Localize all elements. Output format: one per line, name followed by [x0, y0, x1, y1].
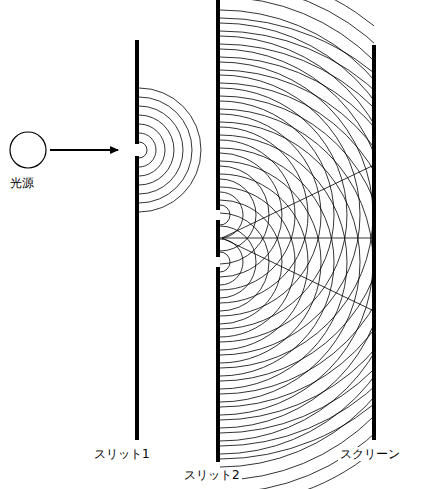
wavefront-arc	[220, 161, 321, 363]
wavefront-arc	[220, 179, 256, 251]
light-arrow	[50, 149, 118, 151]
wavefront-arc	[139, 97, 192, 203]
wavefront-arc	[220, 44, 374, 480]
wavefront-arc	[220, 0, 374, 433]
wavefront-arc	[220, 192, 243, 238]
wavefront-arc	[220, 75, 360, 355]
wavefront-arc	[139, 106, 183, 194]
light-source-label: 光源	[8, 176, 36, 190]
wavefront-arc	[220, 57, 374, 467]
wavefront-arc	[220, 70, 374, 454]
wavefront-arc	[220, 109, 373, 415]
wavefront-arc	[220, 174, 308, 350]
wavefront-arc	[220, 213, 269, 311]
wavefront-arc	[220, 83, 374, 441]
slit2-barrier	[216, 0, 220, 462]
wavefront-arc	[220, 122, 360, 402]
screen	[372, 45, 376, 440]
wavefront-arc	[220, 101, 334, 329]
wavefront-arc	[220, 31, 374, 489]
slit1-barrier	[135, 40, 139, 440]
wavefront-arc	[220, 239, 243, 285]
wavefront-arc	[139, 88, 201, 212]
wavefront-arc	[220, 166, 269, 264]
wavefront-arc	[220, 205, 230, 225]
wavefront-arc	[220, 187, 295, 337]
wavefront-arc	[220, 0, 374, 459]
wavefront-arc	[220, 0, 374, 446]
screen-label: スクリーン	[338, 447, 402, 461]
wavefront-arc	[220, 18, 374, 489]
wavefront-arc	[139, 142, 147, 158]
antinode-lines	[222, 165, 374, 311]
wavefront-arc	[220, 23, 374, 407]
wavefront-arc	[220, 49, 374, 381]
wavefront-arc	[220, 36, 374, 394]
wavefronts-slit2	[220, 0, 374, 489]
wavefront-arc	[220, 96, 374, 428]
wavefront-arc	[139, 124, 165, 176]
wavefront-arc	[220, 153, 282, 277]
wavefront-arc	[139, 133, 156, 167]
light-source-circle	[10, 132, 46, 168]
wavefronts-slit1	[139, 88, 201, 212]
wavefront-arc	[220, 252, 230, 272]
slit-label: スリット1	[92, 447, 152, 461]
wavefront-arc	[220, 62, 373, 368]
slit-label: スリット2	[182, 468, 242, 482]
wavefront-arc	[139, 115, 174, 185]
wavefront-arc	[220, 148, 334, 376]
